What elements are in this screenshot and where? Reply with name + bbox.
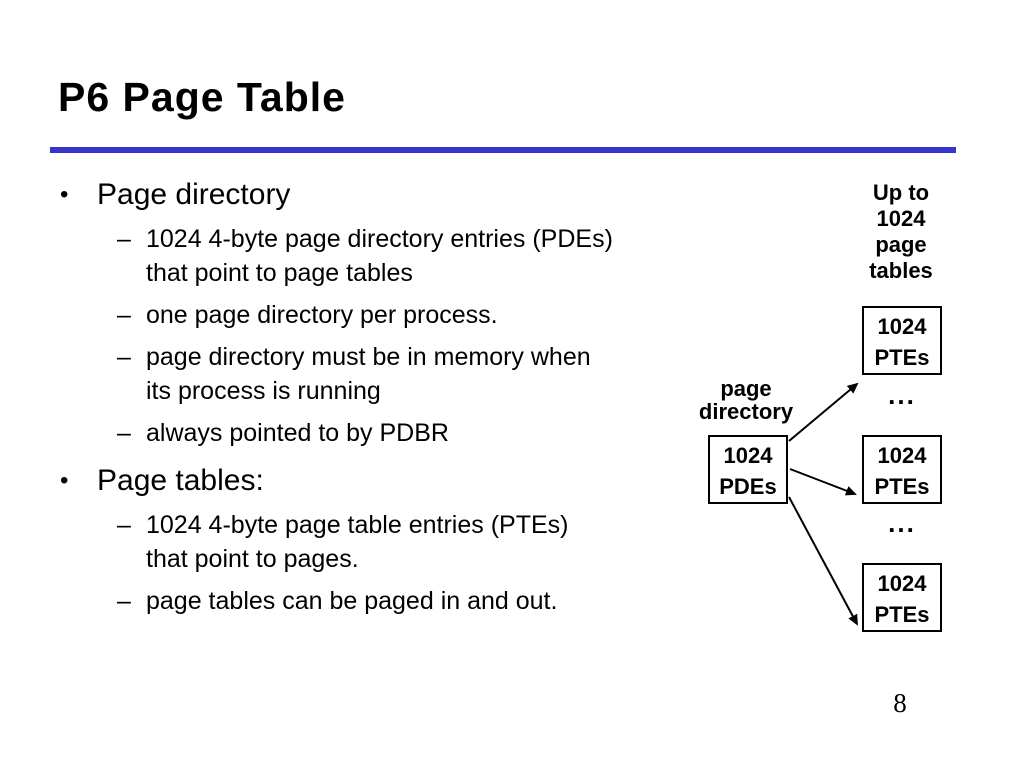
dash-marker: – bbox=[117, 225, 131, 253]
arrow-pde-to-pte2 bbox=[789, 468, 857, 496]
pte-box-3: 1024 PTEs bbox=[862, 563, 942, 632]
sub-bullet-text: page directory must be in memory when it… bbox=[146, 343, 591, 405]
bullet-item-page-directory: • Page directory bbox=[60, 176, 640, 214]
bullet-marker: • bbox=[60, 181, 69, 208]
dash-marker: – bbox=[117, 343, 131, 371]
sub-bullet-item: – always pointed to by PDBR bbox=[117, 416, 617, 450]
sub-bullet-text: one page directory per process. bbox=[146, 301, 498, 329]
pte-box-line2: PTEs bbox=[874, 345, 930, 370]
diagram-caption: Up to 1024 page tables bbox=[869, 180, 933, 283]
sub-bullet-item: – page tables can be paged in and out. bbox=[117, 584, 617, 618]
pte-box-line1: 1024 bbox=[877, 314, 927, 339]
sub-bullet-text: 1024 4-byte page table entries (PTEs) th… bbox=[146, 511, 569, 573]
sub-bullet-text: 1024 4-byte page directory entries (PDEs… bbox=[146, 225, 613, 287]
slide-title: P6 Page Table bbox=[58, 74, 346, 120]
sub-bullet-item: – 1024 4-byte page directory entries (PD… bbox=[117, 222, 617, 290]
bullet-list: • Page directory – 1024 4-byte page dire… bbox=[60, 176, 640, 626]
dash-marker: – bbox=[117, 301, 131, 329]
sub-bullet-item: – one page directory per process. bbox=[117, 298, 617, 332]
dash-marker: – bbox=[117, 511, 131, 539]
sub-bullet-text: always pointed to by PDBR bbox=[146, 419, 449, 447]
sub-bullet-item: – 1024 4-byte page table entries (PTEs) … bbox=[117, 508, 617, 576]
bullet-label: Page tables: bbox=[97, 464, 264, 497]
pde-box: 1024 PDEs bbox=[708, 435, 788, 504]
pte-box-line2: PTEs bbox=[874, 474, 930, 499]
pte-box-line2: PTEs bbox=[874, 602, 930, 627]
ellipsis: ... bbox=[888, 508, 916, 538]
sub-bullet-text: page tables can be paged in and out. bbox=[146, 587, 558, 615]
sub-bullet-item: – page directory must be in memory when … bbox=[117, 340, 617, 408]
dash-marker: – bbox=[117, 419, 131, 447]
page-directory-label: page directory bbox=[698, 376, 794, 424]
pte-box-line1: 1024 bbox=[877, 571, 927, 596]
pte-box-2: 1024 PTEs bbox=[862, 435, 942, 504]
title-underline bbox=[50, 147, 956, 153]
bullet-label: Page directory bbox=[97, 178, 291, 211]
pde-box-line1: 1024 bbox=[723, 443, 773, 468]
bullet-marker: • bbox=[60, 467, 69, 494]
pte-box-line1: 1024 bbox=[877, 443, 927, 468]
ellipsis: ... bbox=[888, 380, 916, 410]
page-number: 8 bbox=[893, 688, 907, 718]
arrow-pde-to-pte3 bbox=[788, 496, 858, 626]
bullet-item-page-tables: • Page tables: bbox=[60, 462, 640, 500]
pte-box-1: 1024 PTEs bbox=[862, 306, 942, 375]
pde-box-line2: PDEs bbox=[719, 474, 777, 499]
dash-marker: – bbox=[117, 587, 131, 615]
